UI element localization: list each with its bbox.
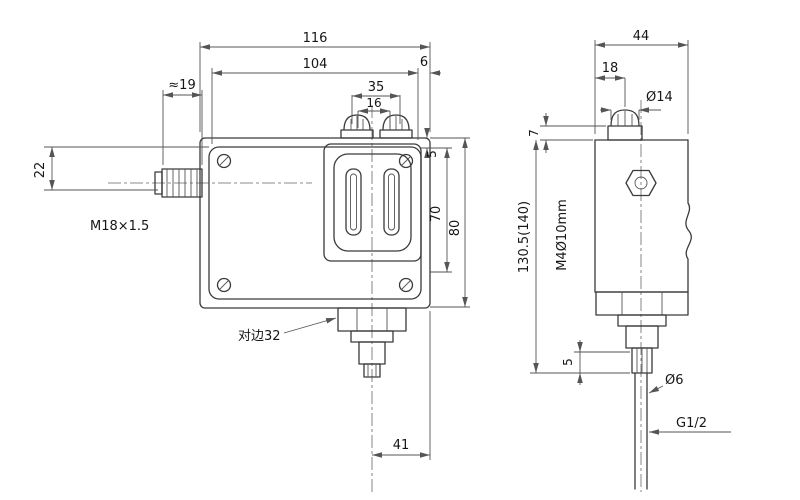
label-thread-m18: M18×1.5 [90,219,149,234]
side-top-cap [607,109,643,141]
dim-16: 16 [366,96,381,110]
dim-5-side: 5 [561,358,575,366]
dim-18: 18 [602,61,619,76]
side-body [594,139,692,293]
front-dimensions: 116 104 6 ≈19 35 16 [33,31,470,460]
dim-130-5: 130.5(140) [517,201,532,273]
dim-70: 70 [429,206,444,223]
front-case [199,137,431,309]
front-terminals [340,114,413,139]
label-screw-m4: M4Ø10mm [555,199,570,271]
dim-7: 7 [527,129,541,137]
dim-dia-14: Ø14 [646,90,673,105]
dim-dia-6: Ø6 [665,373,684,388]
label-across-flats-32: 对边32 [238,329,281,344]
dim-104: 104 [303,57,328,72]
dim-80: 80 [448,220,463,237]
front-bottom-fitting [337,307,407,378]
dim-approx-19: ≈19 [168,78,195,93]
label-thread-g12: G1/2 [676,416,707,431]
dim-44: 44 [633,29,650,44]
side-view: 44 18 Ø14 7 130.5(140) M4Ø10mm [517,29,731,492]
side-hex-screw [625,169,657,197]
corner-screw-icon [216,153,414,293]
dim-41: 41 [393,438,410,453]
dim-6: 6 [420,55,428,70]
dim-22: 22 [33,162,48,179]
dim-116: 116 [303,31,328,46]
dim-35: 35 [368,80,385,95]
side-dimensions: 44 18 Ø14 7 130.5(140) M4Ø10mm [517,29,731,435]
dim-5-front: 5 [425,150,439,158]
side-bottom-fitting [595,291,689,490]
front-bezel [323,143,422,262]
front-pressure-port [154,168,203,198]
front-view: 116 104 6 ≈19 35 16 [33,31,470,492]
